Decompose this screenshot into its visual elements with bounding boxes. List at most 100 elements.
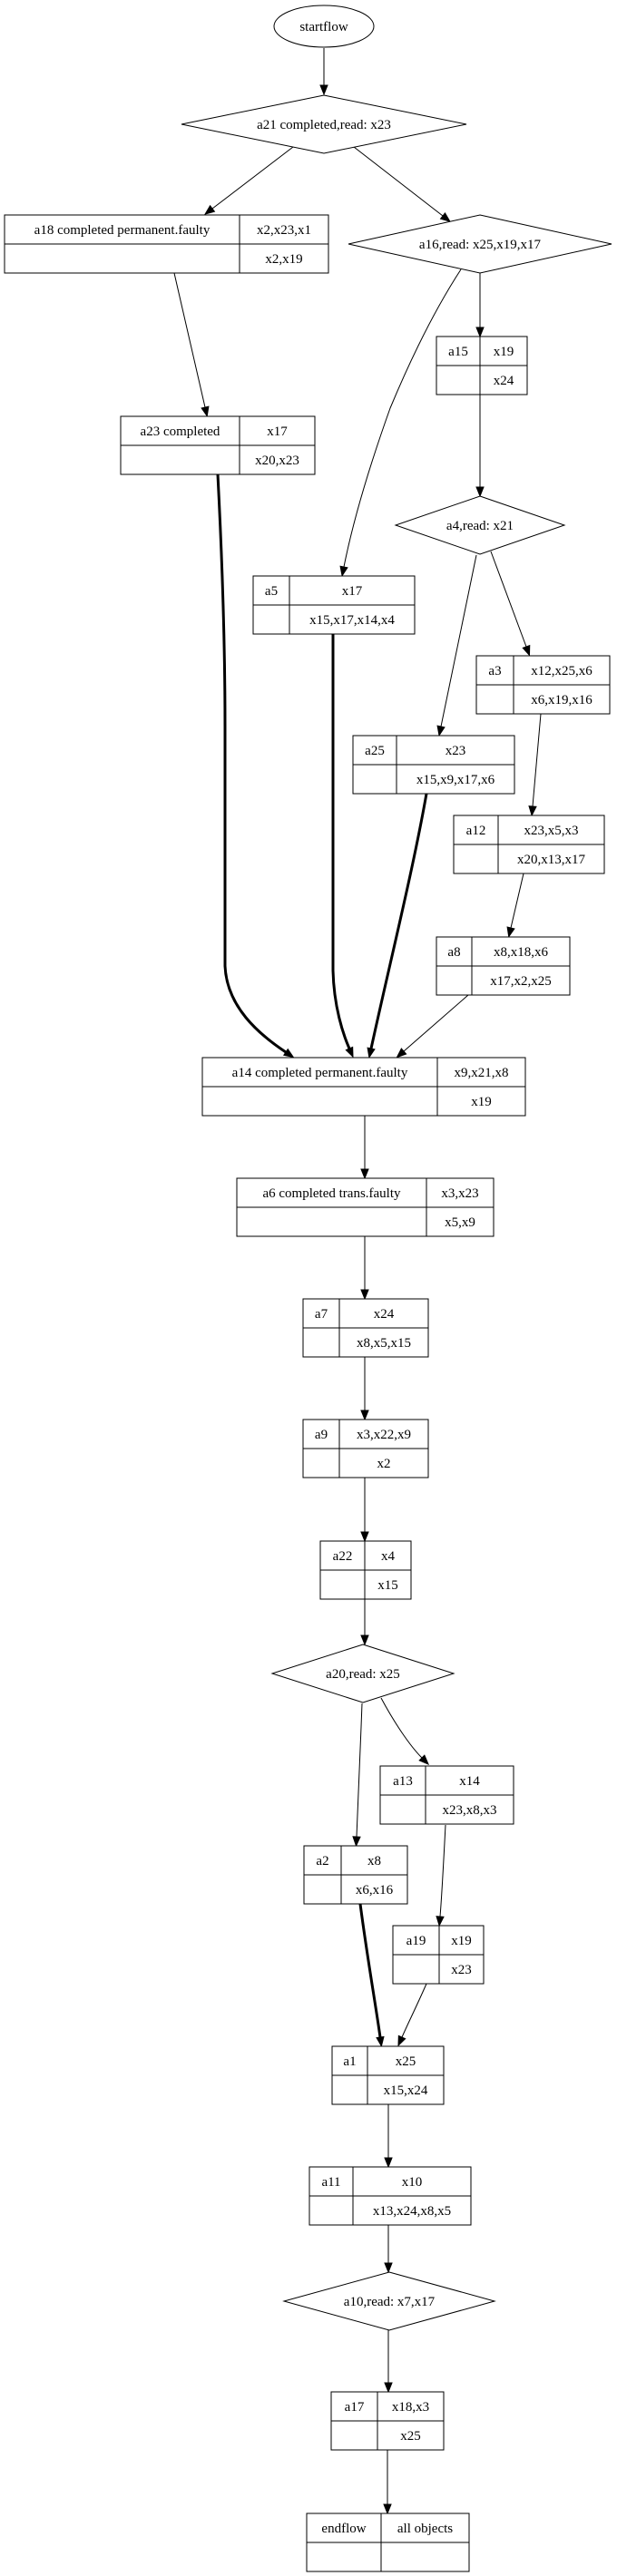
record-name: a11 xyxy=(321,2175,340,2190)
edge-line xyxy=(532,713,542,807)
edges-layer xyxy=(173,48,542,2515)
edge-line xyxy=(510,873,524,929)
arrowhead-icon xyxy=(439,211,451,222)
record-top-values: x3,x23 xyxy=(441,1186,478,1201)
arrowhead-icon xyxy=(436,725,446,737)
edge-a23-to-a14 xyxy=(216,473,295,1059)
edge-a5-to-a14 xyxy=(331,634,354,1059)
arrowhead-icon xyxy=(522,644,531,657)
node-a17[interactable]: a17 x18,x3 x25 xyxy=(330,2391,445,2451)
arrowhead-icon xyxy=(384,2382,393,2394)
edge-line xyxy=(490,551,527,648)
node-a20[interactable]: a20,read: x25 xyxy=(270,1644,455,1703)
node-a10[interactable]: a10,read: x7,x17 xyxy=(282,2271,496,2331)
record-name: a1 xyxy=(343,2054,356,2069)
node-a14[interactable]: a14 completed permanent.faulty x9,x21,x8 x… xyxy=(201,1057,526,1117)
record-bottom-values: x19 xyxy=(471,1095,492,1109)
arrowhead-icon xyxy=(528,805,537,817)
record-name: a6 completed trans.faulty xyxy=(262,1186,401,1201)
decision-diamond-shape xyxy=(181,94,467,154)
arrowhead-icon xyxy=(384,2157,393,2169)
edge-line xyxy=(401,1983,427,2038)
edge-line xyxy=(369,793,428,1049)
arrowhead-icon xyxy=(384,2262,393,2274)
edge-line xyxy=(353,146,444,217)
record-bottom-values: x15,x9,x17,x6 xyxy=(416,773,495,787)
record-name: a3 xyxy=(488,664,501,678)
record-top-values: x14 xyxy=(459,1774,480,1789)
arrowhead-icon xyxy=(376,2035,385,2048)
edge-a14-to-a6 xyxy=(360,1116,369,1180)
record-name: a8 xyxy=(447,945,460,960)
edge-a15-to-a4 xyxy=(475,395,485,498)
arrowhead-icon xyxy=(360,1168,369,1180)
record-bottom-values: x13,x24,x8,x5 xyxy=(373,2204,451,2219)
decision-diamond-shape xyxy=(282,2271,496,2331)
arrowhead-icon xyxy=(475,486,485,498)
record-bottom-values: x15,x24 xyxy=(384,2083,428,2098)
record-name: a18 completed permanent.faulty xyxy=(34,223,211,238)
record-top-values: x18,x3 xyxy=(392,2400,429,2415)
record-top-values: x24 xyxy=(374,1307,395,1322)
edge-a16-to-a5 xyxy=(339,268,462,578)
record-top-values: x10 xyxy=(402,2175,423,2190)
record-bottom-values: x25 xyxy=(400,2429,421,2444)
record-top-values: x8 xyxy=(367,1854,381,1869)
record-name: a17 xyxy=(345,2400,365,2415)
record-name: a5 xyxy=(265,584,278,599)
edge-a13-to-a19 xyxy=(436,1824,446,1927)
node-a21[interactable]: a21 completed,read: x23 xyxy=(181,94,467,154)
record-top-values: x17 xyxy=(267,424,288,439)
arrowhead-icon xyxy=(396,1048,407,1059)
arrowhead-icon xyxy=(360,1410,369,1421)
edge-a22-to-a20 xyxy=(360,1599,369,1646)
record-name: a9 xyxy=(315,1428,328,1442)
record-bottom-values: x15,x17,x14,x4 xyxy=(309,613,395,628)
edge-a19-to-a1 xyxy=(397,1983,427,2047)
arrowhead-icon xyxy=(383,2503,392,2515)
record-top-values: x12,x25,x6 xyxy=(531,664,593,678)
arrowhead-icon xyxy=(345,1046,354,1059)
node-a4[interactable]: a4,read: x21 xyxy=(394,495,566,555)
edge-a25-to-a14 xyxy=(367,793,428,1059)
record-name: a14 completed permanent.faulty xyxy=(232,1066,408,1080)
edge-line xyxy=(358,1903,382,2038)
arrowhead-icon xyxy=(367,1047,376,1059)
arrowhead-icon xyxy=(360,1289,369,1301)
record-top-values: x2,x23,x1 xyxy=(257,223,311,238)
node-a16[interactable]: a16,read: x25,x19,x17 xyxy=(348,214,612,274)
nodes-layer: startflow a21 completed,read: x23 a18 comp… xyxy=(4,5,612,2572)
edge-a11-to-a10 xyxy=(384,2225,393,2274)
edge-a20-to-a2 xyxy=(352,1703,363,1848)
edge-line xyxy=(331,634,351,1049)
arrowhead-icon xyxy=(360,1634,369,1646)
node-label: a16,read: x25,x19,x17 xyxy=(419,238,542,252)
edge-line xyxy=(343,268,462,568)
edge-a16-to-a15 xyxy=(475,273,485,338)
node-startflow[interactable]: startflow xyxy=(273,5,375,48)
node-a11[interactable]: a11 x10 x13,x24,x8,x5 xyxy=(308,2166,472,2226)
record-name: a15 xyxy=(448,345,468,359)
node-label: a4,read: x21 xyxy=(446,519,514,533)
edge-a10-to-a17 xyxy=(384,2330,393,2394)
record-top-values: x9,x21,x8 xyxy=(455,1066,509,1080)
edge-a18-to-a23 xyxy=(173,272,210,418)
